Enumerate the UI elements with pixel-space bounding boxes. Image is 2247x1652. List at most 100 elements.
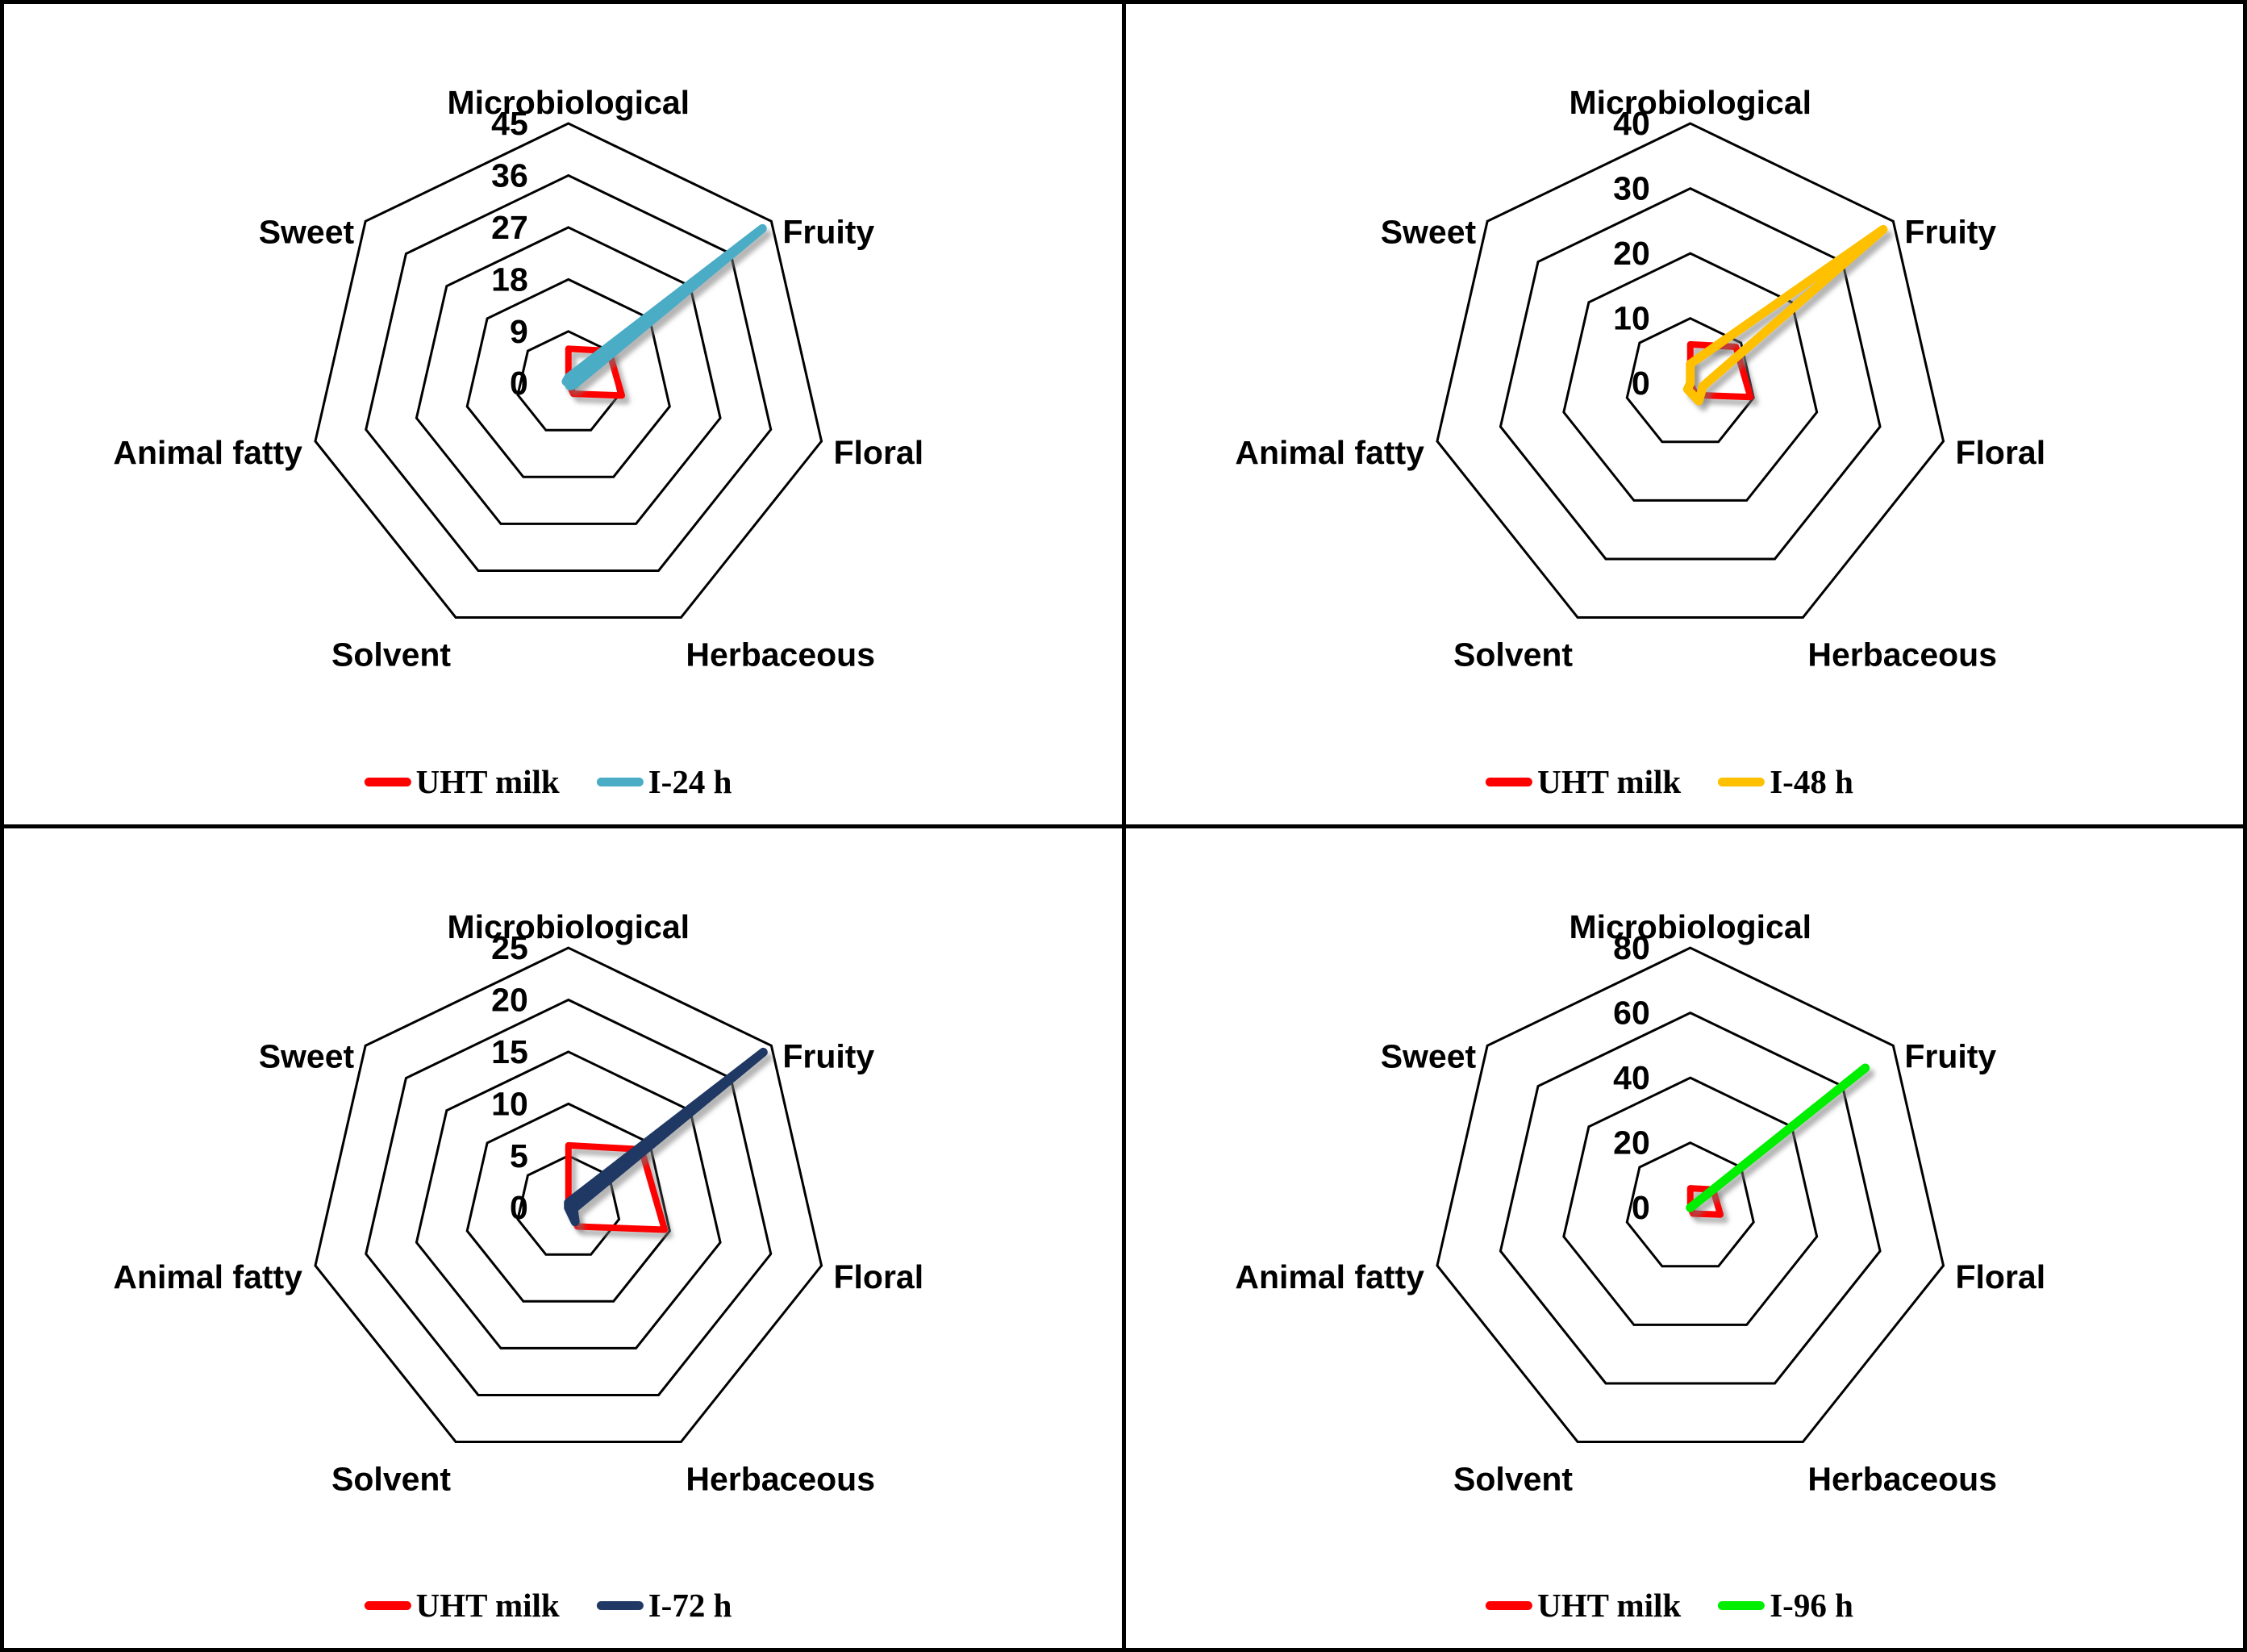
grid-ring xyxy=(365,173,773,572)
axis-tick-label: 25 xyxy=(491,929,528,966)
category-label-floral: Floral xyxy=(834,1258,924,1295)
grid-ring xyxy=(1625,1141,1755,1267)
axis-tick-label: 9 xyxy=(510,313,528,350)
radar-chart-top-left: 4536271890MicrobiologicalFruityFloralHer… xyxy=(113,84,924,673)
axis-tick-label: 36 xyxy=(491,156,528,194)
axis-tick-label: 20 xyxy=(1613,1124,1650,1161)
radar-chart-bottom-right: 806040200MicrobiologicalFruityFloralHerb… xyxy=(1235,908,2045,1497)
axis-tick-label: 40 xyxy=(1613,105,1650,142)
axis-tick-label: 45 xyxy=(491,105,528,142)
category-label-sweet: Sweet xyxy=(1380,213,1476,250)
legend-label: UHT milk xyxy=(1537,1587,1682,1624)
legend-item-uht-milk: UHT milk xyxy=(1486,762,1682,800)
grid-ring xyxy=(1435,945,1945,1443)
legend-swatch-uht-milk xyxy=(364,777,411,786)
legend: UHT milk I-24 h xyxy=(364,762,732,800)
axis-tick-label: 40 xyxy=(1613,1059,1650,1096)
grid-ring xyxy=(465,1102,671,1303)
axis-tick-label: 20 xyxy=(491,981,528,1018)
grid-ring xyxy=(314,122,823,619)
legend-item-uht-milk: UHT milk xyxy=(1486,1589,1681,1622)
category-label-solvent: Solvent xyxy=(331,636,451,673)
legend-item-uht-milk: UHT milk xyxy=(364,1587,560,1624)
category-label-herbaceous: Herbaceous xyxy=(686,1460,875,1497)
legend-swatch-i-72-h xyxy=(596,1601,644,1610)
legend-item-uht-milk: UHT milk xyxy=(364,765,560,799)
axis-tick-label: 60 xyxy=(1613,994,1650,1031)
axis-tick-label: 10 xyxy=(1613,300,1650,337)
grid-ring xyxy=(314,945,823,1443)
series-line-i-96-h xyxy=(1685,1062,1870,1212)
category-label-herbaceous: Herbaceous xyxy=(1807,636,1997,673)
category-label-animal-fatty: Animal fatty xyxy=(1235,1258,1424,1295)
axis-tick-label: 30 xyxy=(1613,170,1650,207)
legend-item-i-24-h: I-24 h xyxy=(596,762,732,800)
category-label-sweet: Sweet xyxy=(259,1037,355,1074)
category-label-floral: Floral xyxy=(834,434,924,471)
category-label-microbiological: Microbiological xyxy=(447,908,690,945)
category-label-sweet: Sweet xyxy=(259,213,355,250)
legend-swatch-uht-milk xyxy=(1486,1601,1533,1610)
category-label-microbiological: Microbiological xyxy=(1569,908,1811,945)
category-label-fruity: Fruity xyxy=(1904,1037,1996,1074)
legend-label: I-96 h xyxy=(1770,1587,1853,1624)
legend-item-i-48-h: I-48 h xyxy=(1718,762,1853,800)
axis-tick-label: 0 xyxy=(510,365,528,402)
axis-tick-label: 80 xyxy=(1613,929,1650,966)
grid-ring xyxy=(1561,1075,1818,1326)
axis-tick-label: 15 xyxy=(491,1032,528,1070)
grid-ring xyxy=(1499,186,1882,561)
legend-label: I-24 h xyxy=(648,762,732,800)
category-label-solvent: Solvent xyxy=(1453,1460,1573,1497)
legend-label: I-72 h xyxy=(648,1587,732,1624)
category-label-fruity: Fruity xyxy=(1904,213,1996,250)
legend: UHT milk I-96 h xyxy=(1486,1589,1853,1622)
legend: UHT milk I-48 h xyxy=(1486,762,1853,800)
grid-ring xyxy=(1499,1011,1882,1384)
radar-chart-top-right: 403020100MicrobiologicalFruityFloralHerb… xyxy=(1235,84,2045,673)
radar-chart-bottom-left: 25 20 15 10 5 0 MicrobiologicalFruityFloralHer… xyxy=(113,908,924,1497)
category-label-microbiological: Microbiological xyxy=(1569,84,1811,121)
legend-swatch-uht-milk xyxy=(1486,777,1533,786)
legend-label: UHT milk xyxy=(1537,762,1682,800)
legend-label: UHT milk xyxy=(415,1587,560,1624)
category-label-herbaceous: Herbaceous xyxy=(686,636,875,673)
axis-tick-label: 0 xyxy=(1631,365,1649,402)
legend-swatch-i-96-h xyxy=(1718,1601,1766,1610)
legend-item-i-72-h: I-72 h xyxy=(596,1587,732,1624)
grid-ring xyxy=(415,1049,722,1350)
grid-ring xyxy=(1561,252,1818,502)
category-label-fruity: Fruity xyxy=(782,1037,874,1074)
category-label-herbaceous: Herbaceous xyxy=(1807,1460,1997,1497)
category-label-solvent: Solvent xyxy=(1453,636,1573,673)
axis-tick-label: 5 xyxy=(510,1137,528,1174)
legend-label: I-48 h xyxy=(1770,762,1853,800)
series-line-i-24-h xyxy=(561,223,767,390)
category-label-animal-fatty: Animal fatty xyxy=(113,1258,302,1295)
legend-swatch-i-48-h xyxy=(1718,777,1766,786)
grid-ring xyxy=(365,998,773,1396)
category-label-solvent: Solvent xyxy=(331,1460,451,1497)
category-label-animal-fatty: Animal fatty xyxy=(1235,434,1424,471)
legend: UHT milk I-72 h xyxy=(364,1587,732,1624)
category-label-animal-fatty: Animal fatty xyxy=(113,434,302,471)
category-label-fruity: Fruity xyxy=(782,213,874,250)
grid-ring xyxy=(415,226,722,525)
axis-tick-label: 20 xyxy=(1613,235,1650,272)
legend-swatch-i-24-h xyxy=(596,777,644,786)
series-line-i-48-h xyxy=(1682,224,1887,406)
grid-ring xyxy=(1435,122,1945,619)
axis-tick-label: 18 xyxy=(491,261,528,298)
legend-item-i-96-h: I-96 h xyxy=(1718,1589,1853,1622)
legend-swatch-uht-milk xyxy=(364,1601,411,1610)
series-line-i-72-h xyxy=(564,1047,768,1226)
axis-tick-label: 0 xyxy=(1631,1189,1649,1226)
axis-tick-label: 10 xyxy=(491,1085,528,1122)
axis-tick-label: 0 xyxy=(510,1189,528,1226)
grid-ring xyxy=(465,277,671,478)
